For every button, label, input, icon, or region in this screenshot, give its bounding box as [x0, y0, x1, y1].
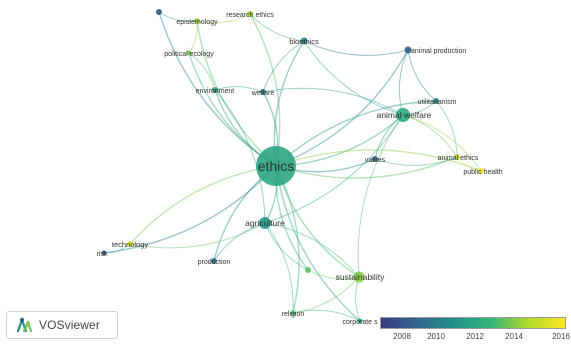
node-label-sustainability[interactable]: sustainability: [336, 272, 385, 282]
node-label-public-health[interactable]: public health: [463, 169, 502, 176]
network-edge: [275, 149, 482, 172]
node-public-health[interactable]: [478, 168, 484, 174]
network-edge: [275, 156, 458, 179]
network-edge: [214, 89, 266, 224]
node-label-risk[interactable]: risk: [97, 251, 108, 258]
network-edge: [264, 222, 360, 278]
legend-color-bar: [380, 317, 566, 329]
network-edge: [435, 100, 458, 158]
network-edge: [275, 165, 360, 278]
network-edge: [407, 49, 437, 102]
network-edge: [196, 13, 251, 24]
node-label-production[interactable]: production: [198, 259, 231, 266]
legend-tick: 2010: [427, 332, 445, 341]
node-label-animal-production[interactable]: animal production: [411, 48, 466, 55]
network-edge: [292, 276, 360, 314]
network-edge: [188, 52, 216, 91]
network-edge: [402, 114, 482, 172]
node-label-environment[interactable]: environment: [196, 88, 235, 95]
network-edge: [398, 49, 409, 116]
node-animal-ethics[interactable]: [454, 154, 460, 160]
node-unlabeled-center[interactable]: [305, 267, 311, 273]
node-corporate-s[interactable]: [357, 318, 363, 324]
node-welfare[interactable]: [260, 89, 266, 95]
node-label-religion[interactable]: religion: [282, 311, 305, 318]
node-epistemology[interactable]: [194, 18, 200, 24]
network-edge: [196, 20, 277, 167]
legend-tick: 2008: [393, 332, 411, 341]
node-label-welfare[interactable]: welfare: [251, 90, 275, 97]
node-utilitarianism[interactable]: [433, 98, 439, 104]
network-nodes: [101, 9, 484, 324]
vosviewer-watermark: VOSviewer: [6, 311, 118, 339]
node-label-values[interactable]: values: [365, 157, 386, 164]
network-edge: [264, 222, 294, 314]
legend-tick: 2016: [552, 332, 570, 341]
node-label-animal-ethics[interactable]: animal ethics: [438, 155, 479, 162]
legend-tick: 2012: [466, 332, 484, 341]
network-edge: [129, 222, 266, 249]
network-edge: [249, 13, 305, 42]
network-edge: [275, 100, 437, 167]
node-label-epistemology[interactable]: epistemology: [176, 19, 218, 26]
node-production[interactable]: [211, 258, 217, 264]
network-edge: [374, 156, 458, 166]
network-edge: [275, 165, 300, 314]
node-unlabeled-topleft[interactable]: [156, 9, 162, 15]
network-edges: [103, 11, 482, 322]
node-label-political-ecology[interactable]: political ecology: [164, 51, 214, 58]
node-label-animal-welfare[interactable]: animal welfare: [377, 110, 432, 120]
network-edge: [355, 276, 361, 322]
node-label-corporate-s[interactable]: corporate s: [342, 319, 378, 326]
legend-tick: 2014: [505, 332, 523, 341]
node-label-technology[interactable]: technology: [112, 240, 149, 249]
network-labels: ethics animal welfare agriculture sustainab…: [97, 12, 503, 326]
node-risk[interactable]: [101, 250, 107, 256]
node-agriculture[interactable]: [259, 217, 271, 229]
node-label-ethics[interactable]: ethics: [258, 158, 295, 174]
node-technology[interactable]: [127, 241, 133, 247]
node-animal-production[interactable]: [404, 46, 412, 54]
node-values[interactable]: [372, 156, 378, 162]
node-label-research-ethics[interactable]: research ethics: [226, 12, 274, 19]
network-edge: [129, 165, 277, 245]
network-edge: [275, 165, 361, 322]
network-edge: [158, 11, 198, 22]
network-edge: [292, 309, 361, 322]
network-edge: [303, 40, 409, 56]
year-legend: 2008 2010 2012 2014 2016: [376, 315, 571, 344]
node-label-bioethics[interactable]: bioethics: [289, 37, 319, 46]
network-edge: [214, 86, 264, 93]
node-ethics[interactable]: [256, 146, 296, 186]
app-name: VOSviewer: [39, 318, 100, 332]
vosviewer-logo-icon: [16, 316, 33, 333]
network-edge: [262, 87, 404, 116]
network-edge: [275, 49, 409, 167]
network-edge: [213, 222, 266, 262]
node-label-agriculture[interactable]: agriculture: [245, 218, 285, 228]
node-sustainability[interactable]: [353, 271, 365, 283]
network-edge: [264, 222, 309, 271]
node-environment[interactable]: [212, 87, 218, 93]
network-edge: [357, 114, 404, 278]
network-edge: [303, 40, 404, 116]
node-religion[interactable]: [290, 310, 296, 316]
network-edge: [158, 11, 277, 167]
node-animal-welfare[interactable]: [396, 108, 410, 122]
network-edge: [103, 165, 277, 254]
node-bioethics[interactable]: [300, 37, 308, 45]
node-research-ethics[interactable]: [247, 11, 253, 17]
network-edge: [264, 114, 404, 224]
network-edge: [188, 52, 277, 167]
node-political-ecology[interactable]: [186, 50, 192, 56]
network-edge: [262, 40, 305, 93]
node-label-utilitarianism[interactable]: utilitarianism: [418, 99, 457, 106]
